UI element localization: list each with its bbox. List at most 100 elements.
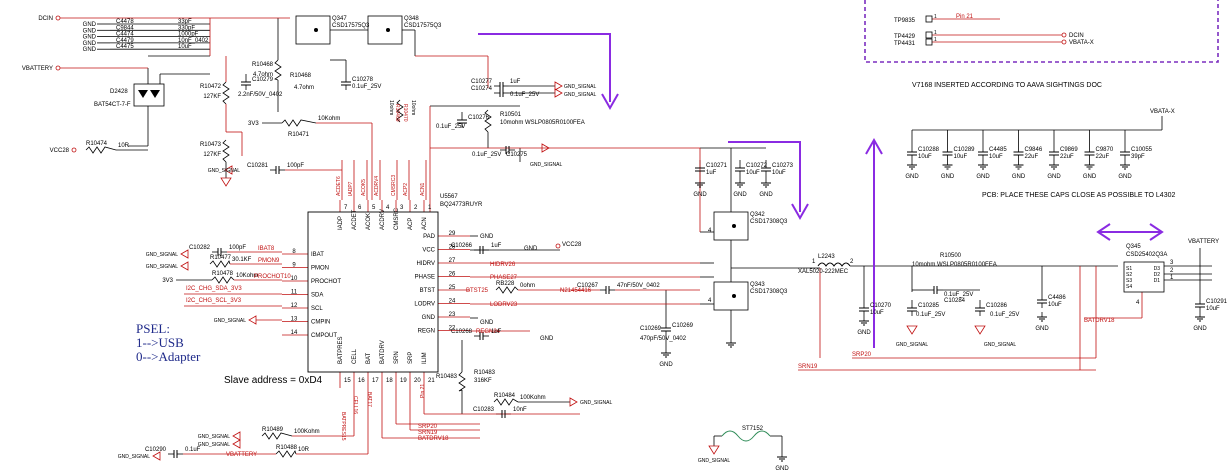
mosfet-part: CSD25402Q3A <box>1126 252 1167 258</box>
pin-number: 15 <box>344 378 351 384</box>
cap-ref: C4478 <box>116 19 134 25</box>
net-port-label: VBATTERY <box>22 66 53 72</box>
gnd-signal-label: GND_SIGNAL <box>698 458 730 464</box>
pin-name: ACDRV <box>380 209 386 230</box>
gnd-label: GND <box>1118 174 1132 180</box>
net-label-red: HIDRV26 <box>490 262 516 268</box>
pin-name: PMON <box>311 266 329 272</box>
resistor-value: 10Kohm <box>318 116 340 122</box>
pin-number: 4 <box>1136 300 1140 306</box>
pcb-caps-note: PCB: PLACE THESE CAPS CLOSE AS POSSIBLE … <box>982 192 1176 199</box>
pin-number: 17 <box>372 378 379 384</box>
mosfet-ref: Q342 <box>750 212 765 218</box>
pin-name: D2 <box>1154 272 1161 278</box>
cap-ref: C10290 <box>145 447 167 453</box>
diode-ref: D2428 <box>110 89 128 95</box>
gnd-label: GND <box>480 320 494 326</box>
cap-ref: C10276 <box>468 115 490 121</box>
pin-number: 6 <box>358 205 362 211</box>
pin-name: PHASE <box>415 275 435 281</box>
pin-number: 2 <box>414 205 418 211</box>
pin-name: D3 <box>1154 266 1161 272</box>
cap-value: 10uF <box>772 170 786 176</box>
wire <box>222 139 230 163</box>
cap-value: 39pF <box>1131 154 1145 160</box>
net-label-red: CMSRC3 <box>391 175 397 196</box>
gnd-signal-label: GND_SIGNAL <box>118 454 150 460</box>
flow-arrow-head <box>1096 223 1111 241</box>
cap-value: 10uF <box>746 170 760 176</box>
pin-number: 3 <box>400 205 404 211</box>
cap-value: 2.2nF/50V_0402 <box>238 92 283 98</box>
gnd-signal-symbol <box>708 445 720 455</box>
mosfet-ref: Q343 <box>750 282 765 288</box>
wire <box>493 398 519 406</box>
pin-name: BTST <box>420 288 436 294</box>
net-label-red: IADP7 <box>348 181 354 196</box>
diode-symbol <box>150 90 160 98</box>
gnd-signal-label: GND_SIGNAL <box>214 318 246 324</box>
cap-ref: C10272 <box>746 163 768 169</box>
gnd-label: GND <box>659 362 673 368</box>
psel-adapter: 0-->Adapter <box>136 349 201 364</box>
cap-ref: C10271 <box>706 163 728 169</box>
inductor-ref: L2243 <box>818 254 835 260</box>
cap-value: 100pF <box>287 163 304 169</box>
mosfet-body <box>1123 261 1165 293</box>
cap-value: 10uF <box>918 154 932 160</box>
pin-number: 4 <box>386 205 390 211</box>
cap-ref: C10288 <box>918 147 940 153</box>
cap-ref: C10283 <box>473 407 495 413</box>
gnd-label: GND <box>1012 174 1026 180</box>
cap-ref: C10286 <box>986 303 1008 309</box>
resistor-value: 0ohm <box>520 283 535 289</box>
resistor-value: 10R <box>118 143 130 149</box>
resistor-ref: R10468 <box>290 73 312 79</box>
pin-number: 16 <box>358 378 365 384</box>
pin-number: 1 <box>934 14 937 20</box>
net-port <box>55 15 61 21</box>
net-label-red: PHASE27 <box>490 275 518 281</box>
pin-number: 1 <box>1170 275 1174 281</box>
resistor-ref: R10473 <box>200 142 222 148</box>
pin-number: 22 <box>449 326 456 332</box>
cap-ref: C10281 <box>247 163 269 169</box>
pin-name: GND <box>422 315 436 321</box>
net-label-red: CELL16 <box>352 396 358 414</box>
cap-value: 10uF <box>954 154 968 160</box>
pin-name: BAT <box>366 352 372 364</box>
net-port-label: VBATA-X <box>1069 40 1094 46</box>
net-label-red: BATDRV18 <box>1084 318 1115 324</box>
resistor-value: 10ohm <box>410 100 416 115</box>
cap-value: 1000pF <box>178 32 199 38</box>
net-label-red: ACDET6 <box>336 176 342 196</box>
mosfet-ref: Q345 <box>1126 244 1141 250</box>
gnd-label: GND <box>83 47 97 53</box>
resistor-value: 30.1KF <box>232 257 252 263</box>
gnd-signal-label: GND_SIGNAL <box>564 92 596 98</box>
wire <box>484 109 492 133</box>
inductor-value: XAL5020-222MEC <box>798 269 849 275</box>
cap-value: 10nF_0402 <box>178 38 209 44</box>
resistor-value: 4.7ohm <box>294 85 314 91</box>
testpoint-ref: TP9835 <box>894 18 916 24</box>
cap-ref: C10277 <box>471 79 493 85</box>
resistor-ref: R10483 <box>436 374 458 380</box>
cap-ref: C4474 <box>116 32 134 38</box>
flow-arrow <box>478 33 611 102</box>
cap-value: 33pF <box>178 19 192 25</box>
cap-ref: C4486 <box>1048 295 1066 301</box>
gnd-signal-label: GND_SIGNAL <box>896 342 928 348</box>
pin-name: BATPRES <box>338 336 344 364</box>
mosfet-part: CSD17308Q3 <box>750 289 788 295</box>
mosfet-part: CSD17308Q3 <box>750 219 788 225</box>
mosfet-ref: Q347 <box>332 16 347 22</box>
diode-part: BAT54CT-7-F <box>94 102 131 108</box>
gnd-label: GND <box>83 28 97 34</box>
resistor-value: 10R <box>298 447 310 453</box>
resistor-value: 10ohm <box>388 100 394 115</box>
pin-number: 1 <box>812 259 816 265</box>
gnd-signal-label: GND_SIGNAL <box>198 434 230 440</box>
gnd-signal-label: GND_SIGNAL <box>564 84 596 90</box>
